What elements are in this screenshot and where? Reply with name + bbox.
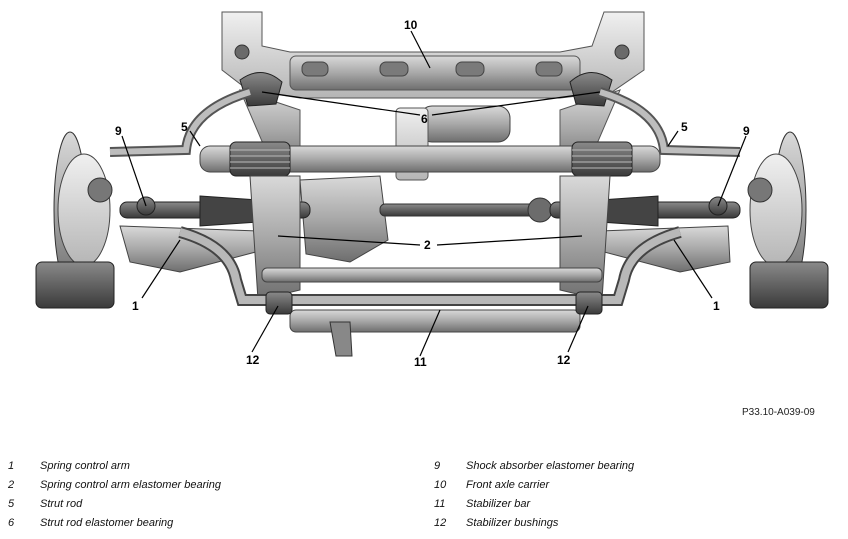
front-axle-carrier: [221, 11, 645, 171]
leader-9-left: [121, 135, 147, 207]
leader-2-right: [436, 235, 583, 246]
left-wheel-hub: [35, 131, 115, 309]
leader-5-right: [667, 130, 679, 147]
legend-label: Spring control arm elastomer bearing: [40, 479, 221, 491]
legend-label: Stabilizer bar: [466, 498, 531, 510]
legend-label: Strut rod: [40, 498, 83, 510]
axle-drawing: [35, 11, 829, 357]
leader-9-right: [717, 135, 747, 207]
legend-number: 1: [8, 460, 15, 472]
leader-6-left: [261, 91, 421, 116]
legend-number: 9: [434, 460, 441, 472]
stabilizer-bar: [178, 226, 682, 357]
legend-number: 10: [434, 479, 447, 491]
leader-1-right: [673, 239, 713, 299]
lower-subframe: [249, 175, 611, 301]
legend-number: 2: [8, 479, 15, 491]
leader-lines: [121, 30, 747, 357]
callout-9-right: 9: [743, 124, 750, 138]
front-axle-illustration: 10 6 5 5 9 9 2 1 1 12 11 12: [35, 11, 829, 369]
legend-label: Front axle carrier: [466, 479, 550, 491]
leader-12-left: [251, 305, 279, 353]
strut-rod-elastomer-bearings: [239, 72, 613, 107]
callout-1-right: 1: [713, 299, 720, 313]
callout-10: 10: [404, 18, 418, 32]
callout-11: 11: [414, 355, 427, 369]
steering-gear: [199, 105, 661, 181]
leader-10: [410, 30, 431, 69]
legend-label: Strut rod elastomer bearing: [40, 517, 174, 529]
legend-number: 6: [8, 517, 15, 529]
callout-12-left: 12: [246, 353, 260, 367]
leader-2-left: [277, 235, 421, 246]
callout-6: 6: [421, 112, 428, 126]
leader-5-left: [189, 130, 201, 147]
right-wheel-hub: [747, 131, 829, 309]
callout-5-left: 5: [181, 120, 188, 134]
differential: [299, 175, 553, 263]
callout-5-right: 5: [681, 120, 688, 134]
legend-number: 12: [434, 517, 447, 529]
callout-12-right: 12: [557, 353, 571, 367]
stabilizer-bushings: [265, 291, 603, 315]
leader-11: [419, 309, 441, 357]
legend-label: Shock absorber elastomer bearing: [466, 460, 635, 472]
legend-label: Stabilizer bushings: [466, 517, 559, 529]
strut-rods: [109, 87, 741, 157]
legend-number: 5: [8, 498, 15, 510]
figure-reference-code: P33.10-A039-09: [742, 407, 815, 418]
callout-9-left: 9: [115, 124, 122, 138]
callout-2: 2: [424, 238, 431, 252]
leader-12-right: [567, 305, 589, 353]
legend-number: 11: [434, 498, 446, 510]
leader-1-left: [141, 239, 181, 299]
callout-1-left: 1: [132, 299, 139, 313]
leader-6-right: [431, 91, 601, 116]
legend-label: Spring control arm: [40, 460, 130, 472]
